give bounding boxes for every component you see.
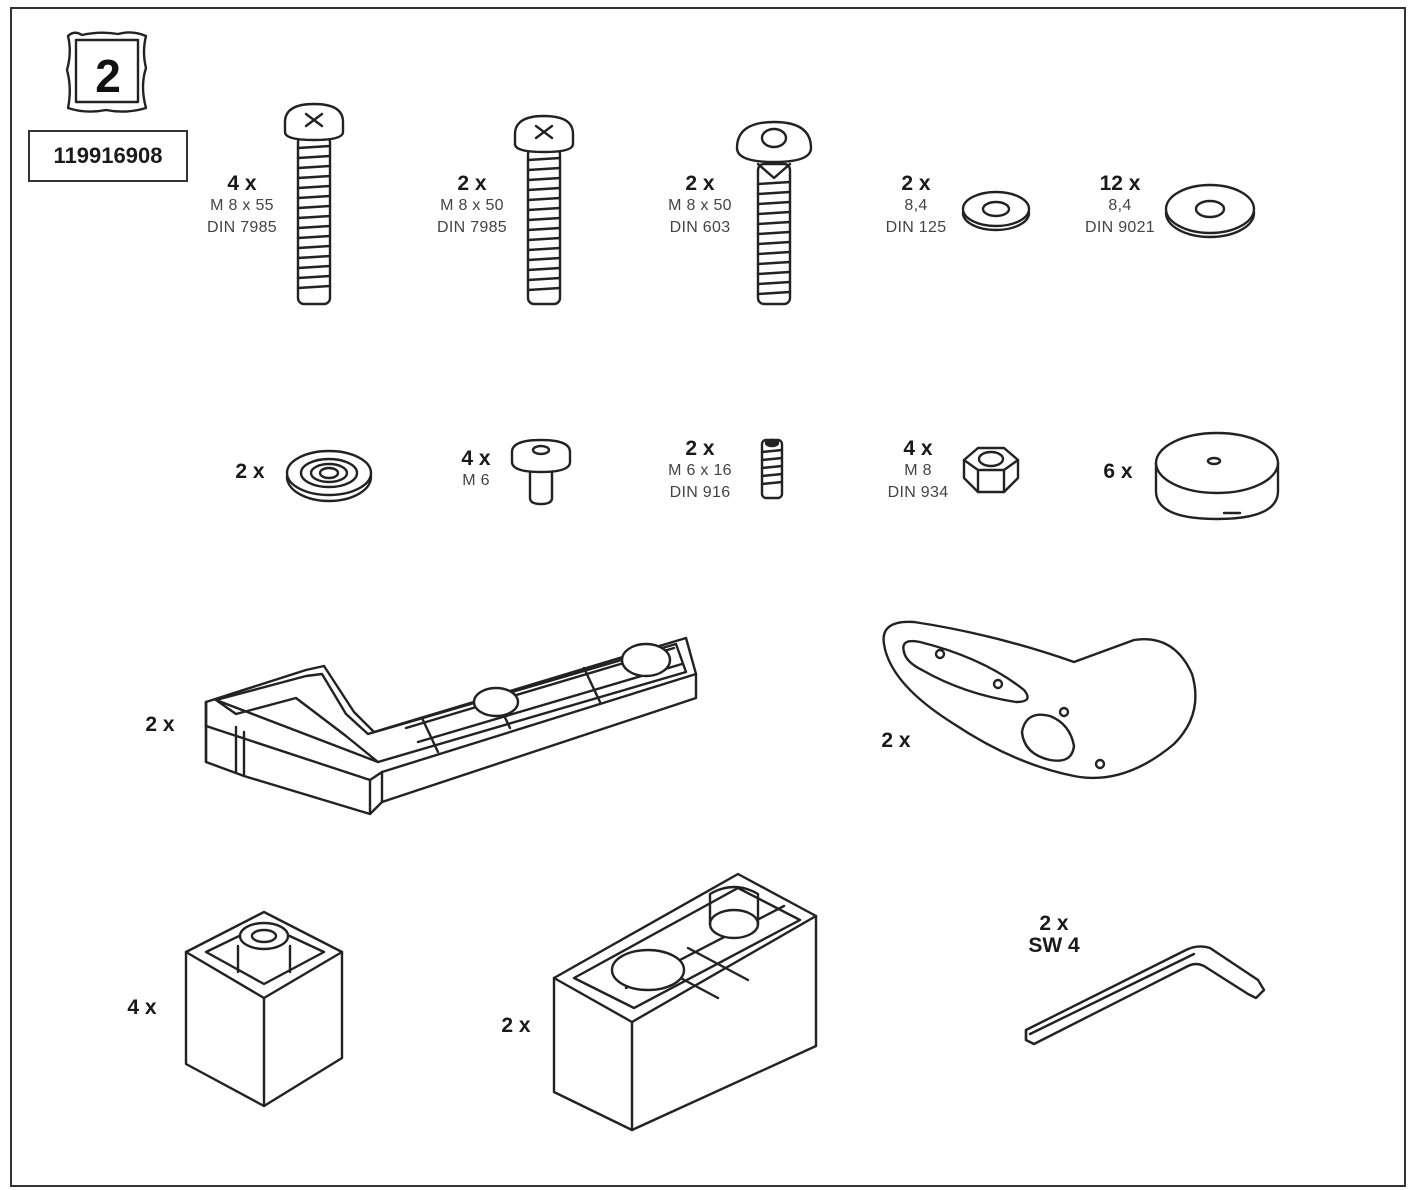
- part-label-1: 4 x M 8 x 55 DIN 7985: [192, 173, 292, 239]
- part-qty: 2 x: [685, 172, 715, 195]
- pan-head-screw-icon: [513, 114, 575, 306]
- part-qty: 4 x: [903, 437, 933, 460]
- part-spec: DIN 934: [887, 484, 949, 501]
- part-spec: M 8 x 55: [210, 197, 274, 214]
- part-spec: DIN 125: [885, 219, 947, 236]
- allen-key-icon: [1024, 945, 1266, 1046]
- part-spec: M 8 x 50: [440, 197, 504, 214]
- curved-clamp-icon: [882, 620, 1197, 780]
- part-spec: M 6: [462, 472, 490, 489]
- part-qty: 4 x: [227, 172, 257, 195]
- part-label-8: 2 x M 6 x 16 DIN 916: [650, 438, 750, 504]
- part-label-11: 2 x: [130, 714, 190, 736]
- hex-nut-icon: [962, 446, 1020, 494]
- small-block-icon: [184, 910, 344, 1108]
- part-qty: 12 x: [1099, 172, 1141, 195]
- part-qty: 2 x: [881, 729, 911, 752]
- pan-head-screw-icon: [283, 102, 345, 306]
- part-label-13: 4 x: [112, 997, 172, 1019]
- part-qty: 4 x: [127, 996, 157, 1019]
- large-washer-icon: [1164, 183, 1256, 239]
- part-qty: 6 x: [1103, 460, 1133, 483]
- part-label-14: 2 x: [486, 1015, 546, 1037]
- part-label-6: 2 x: [220, 461, 280, 483]
- double-block-icon: [552, 872, 818, 1132]
- part-spec: DIN 7985: [207, 219, 277, 236]
- part-qty: 2 x: [145, 713, 175, 736]
- part-qty: 2 x: [457, 172, 487, 195]
- socket-cap-screw-icon: [510, 438, 572, 506]
- part-spec: DIN 603: [669, 219, 731, 236]
- part-spec: 8,4: [1108, 197, 1132, 214]
- part-label-9: 4 x M 8 DIN 934: [868, 438, 968, 504]
- part-label-15: 2 x SW 4: [1004, 913, 1104, 957]
- part-spec: M 6 x 16: [668, 462, 732, 479]
- article-number: 119916908: [28, 130, 188, 182]
- part-label-3: 2 x M 8 x 50 DIN 603: [650, 173, 750, 239]
- cup-washer-icon: [285, 449, 373, 503]
- part-qty: 2 x: [235, 460, 265, 483]
- part-spec: DIN 916: [669, 484, 731, 501]
- part-qty: 2 x: [901, 172, 931, 195]
- carriage-bolt-icon: [735, 120, 813, 306]
- part-spec: SW 4: [1028, 934, 1080, 957]
- part-label-5: 12 x 8,4 DIN 9021: [1070, 173, 1170, 239]
- part-label-10: 6 x: [1088, 461, 1148, 483]
- washer-icon: [961, 190, 1031, 232]
- part-spec: 8,4: [904, 197, 928, 214]
- part-label-4: 2 x 8,4 DIN 125: [866, 173, 966, 239]
- part-spec: DIN 9021: [1085, 219, 1155, 236]
- foot-pad-icon: [1154, 431, 1280, 521]
- part-label-2: 2 x M 8 x 50 DIN 7985: [422, 173, 522, 239]
- bag-number: 2: [95, 50, 121, 102]
- part-qty: 2 x: [501, 1014, 531, 1037]
- part-qty: 2 x: [685, 437, 715, 460]
- part-qty: 2 x: [1039, 912, 1069, 935]
- part-spec: DIN 7985: [437, 219, 507, 236]
- set-screw-icon: [760, 438, 784, 500]
- long-bracket-icon: [204, 636, 698, 816]
- part-spec: M 8 x 50: [668, 197, 732, 214]
- bag-icon: 2: [65, 31, 148, 113]
- part-spec: M 8: [904, 462, 932, 479]
- part-qty: 4 x: [461, 447, 491, 470]
- part-label-12: 2 x: [866, 730, 926, 752]
- part-label-7: 4 x M 6: [446, 448, 506, 492]
